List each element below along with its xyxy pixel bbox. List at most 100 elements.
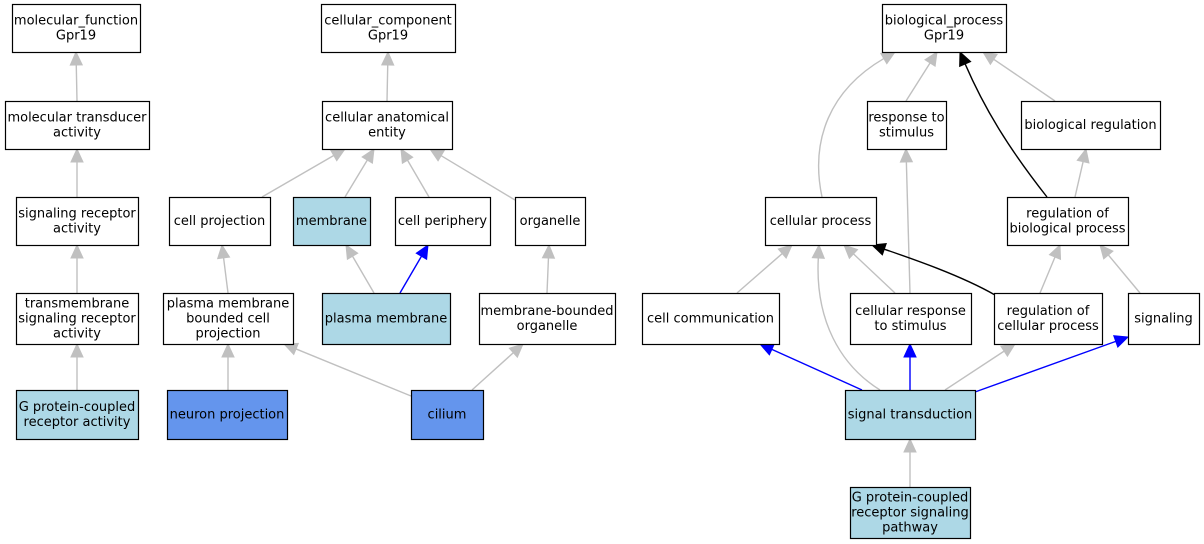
edge-mol_transducer-to-mf_root	[69, 50, 84, 102]
edge-reg_cell_process-to-reg_bio_process	[1039, 243, 1062, 294]
node-box	[514, 196, 587, 247]
edge-sig_receptor-to-mol_transducer	[70, 147, 84, 197]
node-box	[410, 389, 485, 441]
node-label-line: receptor signaling	[851, 505, 969, 520]
node-box	[641, 292, 781, 346]
node-label-line: signaling receptor	[18, 206, 136, 221]
node-cilium[interactable]: cilium	[410, 389, 485, 441]
edge-cell_communication-to-cellular_process	[736, 244, 793, 294]
node-box	[15, 292, 140, 346]
edge-pm_bounded_proj-to-cell_projection	[216, 243, 231, 294]
node-cell-periphery[interactable]: cell periphery	[394, 196, 492, 247]
node-box	[321, 100, 454, 151]
node-box	[849, 486, 972, 540]
node-label-line: cell communication	[647, 311, 774, 326]
node-label-line: cell projection	[174, 214, 265, 229]
node-label-line: cellular_component	[324, 13, 452, 28]
node-label-line: cellular process	[770, 214, 872, 229]
edge-signal_transduction-to-cellular_process	[811, 243, 881, 391]
node-label-line: organelle	[517, 319, 578, 334]
node-label-line: regulation of	[1007, 304, 1090, 319]
node-label-line: receptor activity	[24, 415, 131, 430]
edge-gpcr_pathway-to-signal_transduction	[903, 437, 917, 487]
edge-plasma_membrane-to-membrane	[345, 243, 375, 294]
node-label-line: projection	[196, 326, 261, 341]
node-label-line: activity	[53, 125, 101, 140]
node-box	[844, 389, 977, 441]
node-label-line: regulation of	[1026, 206, 1109, 221]
edge-cilium-to-pm_bounded_proj	[282, 342, 412, 397]
node-label-line: activity	[53, 326, 101, 341]
edge-bio_regulation-to-bp_root	[982, 51, 1056, 102]
node-label-line: biological_process	[885, 13, 1004, 28]
edge-neuron_projection-to-pm_bounded_proj	[221, 342, 235, 390]
node-signaling[interactable]: signaling	[1127, 292, 1201, 346]
node-box	[320, 3, 457, 54]
edge-organelle-to-cell_anat_entity	[428, 148, 516, 201]
node-cell-projection[interactable]: cell projection	[168, 196, 272, 247]
node-label-line: cellular response	[855, 304, 966, 319]
node-box	[1020, 100, 1162, 151]
edge-signal_transduction-to-signaling	[974, 335, 1130, 393]
node-label-line: cell periphery	[398, 214, 488, 229]
edge-cilium-to-membrane_bounded_org	[471, 343, 524, 391]
node-box	[849, 292, 973, 346]
node-box	[168, 196, 272, 247]
node-label-line: pathway	[882, 520, 938, 535]
node-organelle[interactable]: organelle	[514, 196, 587, 247]
node-label-line: biological regulation	[1024, 118, 1156, 133]
edge-membrane-to-cell_anat_entity	[344, 147, 375, 198]
edge-signal_transduction-to-cell_resp_stimulus	[903, 342, 917, 390]
node-label-line: neuron projection	[170, 407, 285, 422]
node-plasma-membrane[interactable]: plasma membrane	[321, 292, 452, 346]
edge-cell_periphery-to-cell_anat_entity	[400, 147, 430, 198]
edge-reg_cell_process-to-cellular_process	[870, 242, 996, 296]
edge-membrane_bounded_org-to-organelle	[541, 243, 556, 294]
node-cellular-process[interactable]: cellular process	[764, 196, 878, 247]
node-label-line: Gpr19	[368, 28, 408, 43]
node-bio-regulation[interactable]: biological regulation	[1020, 100, 1162, 151]
node-label-line: entity	[368, 125, 406, 140]
node-box	[11, 3, 142, 54]
node-label-line: bounded cell	[186, 311, 270, 326]
node-box	[15, 389, 140, 441]
edge-signal_transduction-to-cell_communication	[758, 343, 863, 391]
node-membrane[interactable]: membrane	[292, 196, 372, 247]
edge-plasma_membrane-to-cell_periphery	[399, 243, 429, 294]
node-label-line: plasma membrane	[167, 296, 290, 311]
node-label-line: molecular transducer	[7, 110, 147, 125]
node-cell-communication[interactable]: cell communication	[641, 292, 781, 346]
node-signal-transduction[interactable]: signal transduction	[844, 389, 977, 441]
node-box	[292, 196, 372, 247]
node-box	[881, 3, 1008, 54]
edges-layer	[69, 50, 1141, 487]
node-label-line: Gpr19	[924, 28, 964, 43]
node-box	[764, 196, 878, 247]
node-label-line: cellular process	[997, 319, 1099, 334]
node-label-line: signaling	[1134, 311, 1193, 326]
node-label-line: signaling receptor	[18, 311, 136, 326]
node-box	[4, 100, 151, 151]
node-neuron-projection[interactable]: neuron projection	[166, 389, 289, 441]
node-label-line: cilium	[428, 407, 467, 422]
node-label-line: activity	[53, 221, 101, 236]
node-box	[162, 292, 295, 346]
